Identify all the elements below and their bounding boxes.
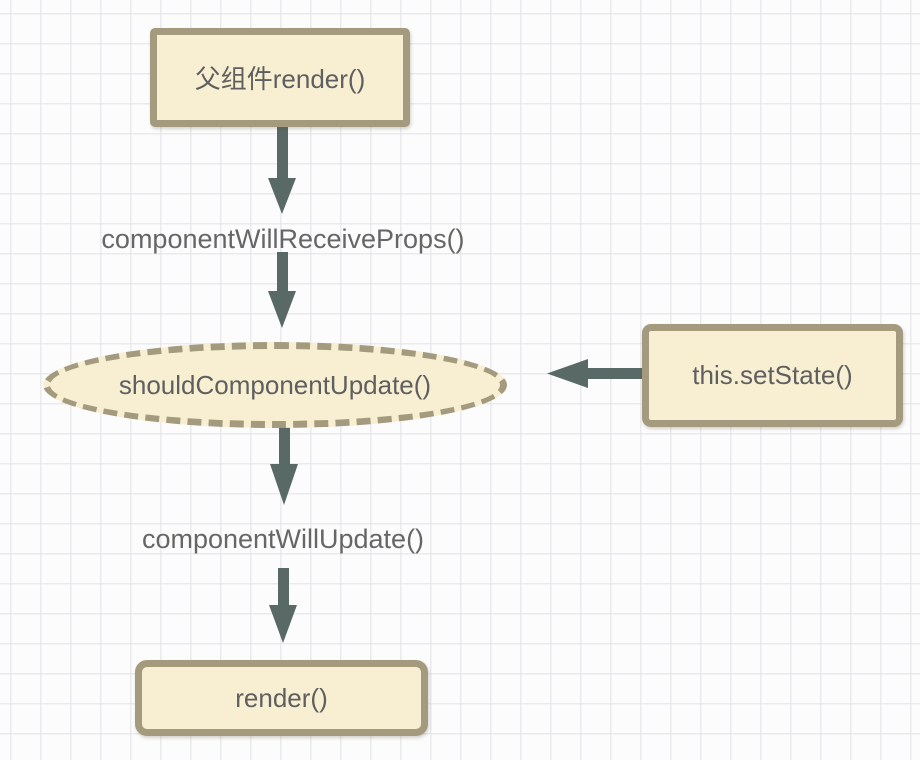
- arrow-parent-render-down-icon: [268, 126, 296, 214]
- node-set-state-label: this.setState(): [692, 360, 853, 390]
- label-component-will-update: componentWillUpdate(): [133, 524, 433, 555]
- arrow-ellipse-down-icon: [270, 427, 298, 505]
- node-parent-render-label: 父组件render(): [194, 64, 366, 94]
- arrow-willupdate-down-icon: [269, 568, 297, 643]
- node-render-label: render(): [235, 682, 328, 713]
- label-component-will-update-text: componentWillUpdate(): [141, 524, 425, 554]
- arrow-willreceiveprops-down-icon: [268, 252, 296, 328]
- node-set-state: this.setState(): [642, 324, 903, 427]
- node-should-component-update: shouldComponentUpdate(): [43, 342, 507, 428]
- node-should-component-update-label: shouldComponentUpdate(): [118, 369, 432, 400]
- label-component-will-receive-props-text: componentWillReceiveProps(): [101, 224, 465, 254]
- node-render: render(): [135, 660, 428, 736]
- node-parent-render: 父组件render(): [150, 28, 410, 127]
- label-component-will-receive-props: componentWillReceiveProps(): [83, 224, 483, 255]
- arrow-setstate-left-icon: [547, 359, 642, 388]
